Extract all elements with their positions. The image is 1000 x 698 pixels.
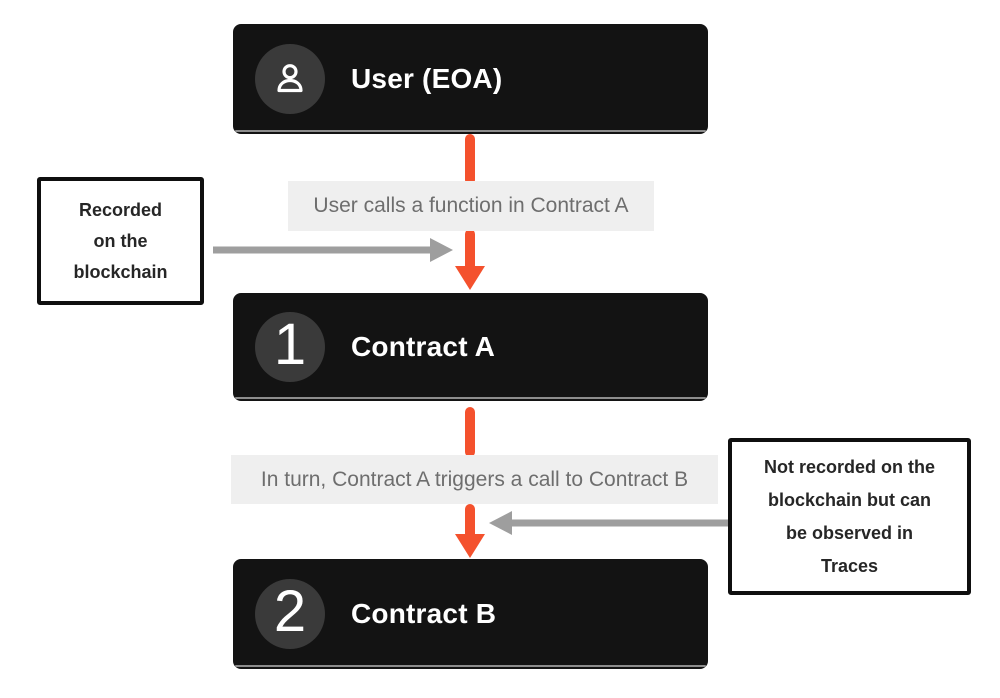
step-number: 2 [273,579,307,644]
note-line: blockchain but can [767,489,932,510]
note-line: Not recorded on the [763,456,935,477]
note-not-recorded-on-blockchain: Not recorded on the blockchain but can b… [728,438,971,595]
node-contract-b: 2 Contract B [233,559,708,669]
arrow-note-not-recorded [489,511,729,535]
user-icon [277,64,303,93]
note-recorded-on-blockchain: Recorded on the blockchain [37,177,204,305]
node-title-contract-b: Contract B [351,598,497,629]
arrow-note-recorded [213,238,453,262]
node-user-eoa: User (EOA) [233,24,708,134]
note-line: be observed in [785,522,914,543]
step-1-badge: 1 [255,312,325,382]
edge-label-user-calls: User calls a function in Contract A [288,181,654,231]
note-line: Traces [820,555,879,576]
node-title-user: User (EOA) [351,63,503,94]
node-title-contract-a: Contract A [351,331,496,362]
step-2-badge: 2 [255,579,325,649]
edge-label-contract-a-triggers: In turn, Contract A triggers a call to C… [231,455,718,504]
note-line: on the [93,230,148,251]
note-line: blockchain [73,261,168,282]
note-line: Recorded [78,199,163,220]
user-badge [255,44,325,114]
node-contract-a: 1 Contract A [233,293,708,401]
step-number: 1 [273,312,307,377]
